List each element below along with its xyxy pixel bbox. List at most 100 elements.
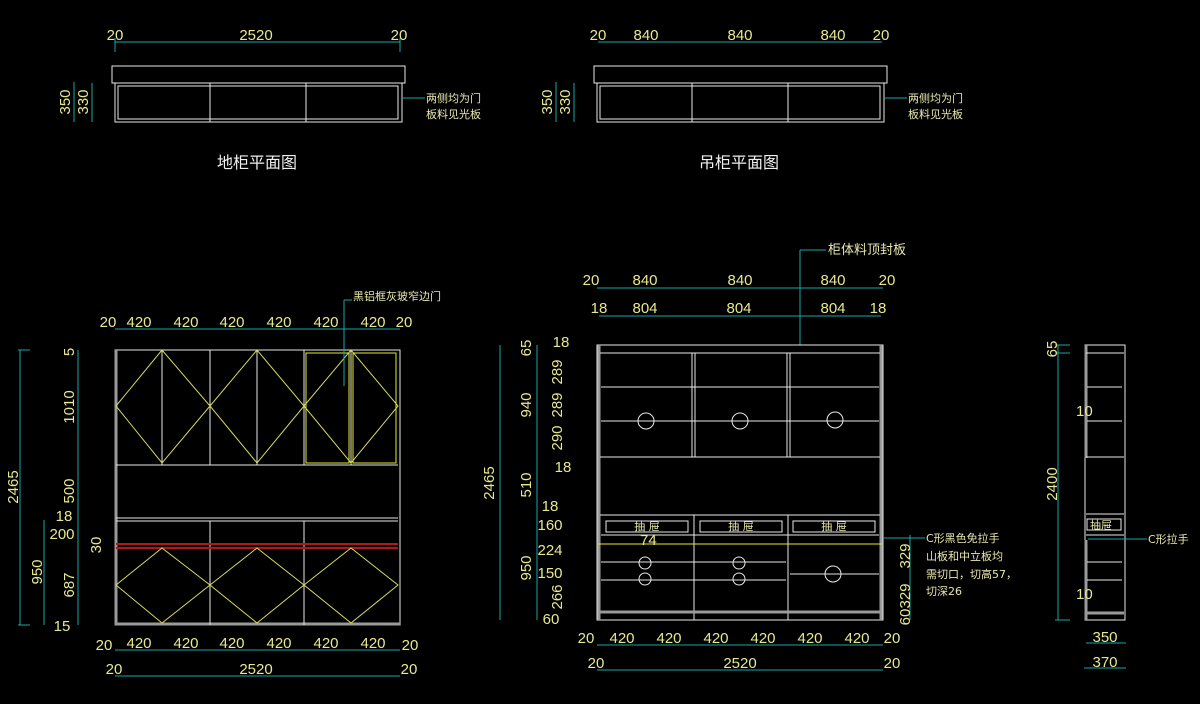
dim: 420: [750, 630, 775, 647]
dim: 420: [844, 630, 869, 647]
dim: 350: [57, 89, 74, 114]
dim: 20: [100, 314, 117, 331]
dim: 2520: [239, 661, 272, 678]
note: 板料见光板: [908, 107, 963, 121]
plan-title: 地柜平面图: [217, 153, 297, 172]
dim: 65: [1044, 341, 1061, 358]
dim: 60: [543, 611, 560, 628]
dim: 2520: [239, 27, 272, 44]
dim: 687: [61, 572, 78, 597]
dim: 18: [555, 459, 572, 476]
dim: 420: [266, 635, 291, 652]
dim: 840: [727, 272, 752, 289]
dim: 370: [1092, 654, 1117, 671]
dim: 150: [537, 565, 562, 582]
note: 板料见光板: [426, 107, 481, 121]
dim: 804: [632, 300, 657, 317]
dim: 840: [820, 272, 845, 289]
floor-cabinet-plan: 20 2520 20 350 330 两侧均为门 板料见光板 地柜平面图: [57, 27, 481, 172]
top-note: 柜体料顶封板: [828, 243, 906, 258]
dim: 510: [518, 472, 535, 497]
dim: 1010: [61, 390, 78, 423]
dim: 20: [590, 27, 607, 44]
dim: 20: [96, 637, 113, 654]
dim: 200: [49, 526, 74, 543]
dim: 420: [313, 314, 338, 331]
dim: 10: [1076, 586, 1093, 603]
dim: 329: [897, 543, 914, 568]
dim: 160: [537, 517, 562, 534]
dim: 20: [588, 655, 605, 672]
dim: 20: [884, 655, 901, 672]
dim: 60: [897, 609, 914, 626]
dim: 840: [727, 27, 752, 44]
dim: 950: [29, 559, 46, 584]
dim: 18: [542, 498, 559, 515]
plan-title: 吊柜平面图: [699, 153, 779, 172]
dim: 290: [549, 425, 566, 450]
left-elevation: 20 420 420 420 420 420 420 20 黑铝框灰玻窄边门 2…: [5, 289, 441, 678]
dim: 420: [360, 635, 385, 652]
dim: 840: [820, 27, 845, 44]
dim: 20: [578, 630, 595, 647]
dim: 329: [897, 583, 914, 608]
dim: 804: [820, 300, 845, 317]
dim: 20: [107, 27, 124, 44]
dim: 350: [539, 89, 556, 114]
drawer-label: 抽 屉: [728, 519, 754, 533]
dim: 804: [726, 300, 751, 317]
dim: 18: [56, 508, 73, 525]
note: 需切口，切高57，: [926, 567, 1017, 581]
dim: 289: [549, 359, 566, 384]
dim: 18: [591, 300, 608, 317]
dim: 420: [219, 635, 244, 652]
note: 两侧均为门: [908, 91, 963, 105]
dim: 500: [61, 478, 78, 503]
dim: 20: [583, 272, 600, 289]
dim: 840: [633, 27, 658, 44]
dim: 30: [88, 537, 105, 554]
note: 切深26: [926, 585, 962, 598]
drawer-label: 抽 屉: [821, 519, 847, 533]
dim: 5: [61, 348, 78, 356]
dim: 350: [1092, 629, 1117, 646]
dim: 420: [703, 630, 728, 647]
dim: 2465: [5, 470, 22, 503]
dim: 950: [518, 555, 535, 580]
dim: 266: [549, 584, 566, 609]
middle-elevation: 柜体料顶封板 20 840 840 840 20 18 804 804 804 …: [481, 243, 1017, 672]
dim: 420: [797, 630, 822, 647]
dim: 20: [873, 27, 890, 44]
dim: 2400: [1044, 467, 1061, 500]
dim: 20: [402, 637, 419, 654]
dim: 18: [870, 300, 887, 317]
dim: 420: [219, 314, 244, 331]
dim: 330: [75, 89, 92, 114]
dim: 224: [537, 542, 562, 559]
dim: 65: [518, 340, 535, 357]
dim: 20: [879, 272, 896, 289]
wall-cabinet-plan: 20 840 840 840 20 350 330 两侧均为门 板料见光板 吊柜…: [539, 27, 963, 172]
dim: 10: [1076, 403, 1093, 420]
dim: 2520: [723, 655, 756, 672]
dim: 420: [126, 635, 151, 652]
dim: 420: [173, 635, 198, 652]
dim: 15: [54, 618, 71, 635]
dim: 420: [126, 314, 151, 331]
dim: 420: [313, 635, 338, 652]
drawer-label: 抽 屉: [634, 519, 660, 533]
side-elevation: 抽屉 65 2400 10 10 C形拉手 350 370: [1044, 341, 1189, 671]
note: C形黑色免拉手: [926, 531, 1000, 545]
dim: 420: [609, 630, 634, 647]
dim: 2465: [481, 466, 498, 499]
note: 山板和中立板均: [926, 549, 1003, 563]
dim: 20: [396, 314, 413, 331]
dim: 420: [360, 314, 385, 331]
drawer-label: 抽屉: [1090, 518, 1112, 532]
dim: 840: [632, 272, 657, 289]
handle-note: C形拉手: [1148, 532, 1189, 546]
door-note: 黑铝框灰玻窄边门: [353, 289, 441, 303]
dim: 20: [106, 661, 123, 678]
dim: 20: [391, 27, 408, 44]
